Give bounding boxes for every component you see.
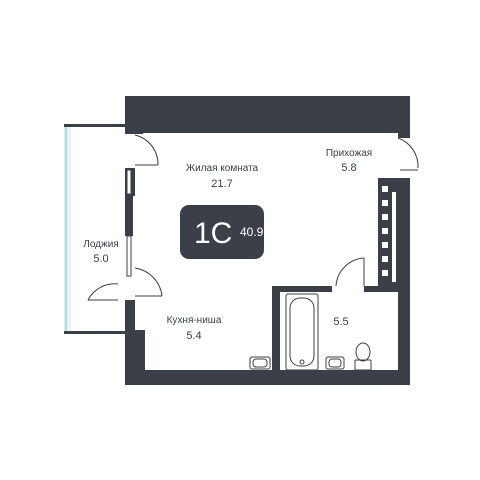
exterior-walls: [125, 96, 410, 385]
bathroom-area: 5.5: [333, 316, 348, 328]
living-room-area: 21.7: [211, 178, 232, 190]
door-swings: [87, 134, 419, 301]
loggia-walls: [64, 124, 126, 334]
kitchen-name: Кухня-ниша: [167, 315, 222, 326]
toilet-icon: [354, 342, 372, 371]
hallway-name: Прихожая: [326, 148, 372, 159]
sink-icon: [325, 356, 345, 370]
left-window-frames: [126, 169, 132, 277]
loggia-area: 5.0: [93, 253, 108, 265]
kitchen-area: 5.4: [186, 330, 201, 342]
apartment-type: 1С: [194, 217, 232, 250]
loggia-window: [64, 125, 71, 333]
hallway-area: 5.8: [341, 162, 356, 174]
wardrobe: [378, 178, 400, 288]
kitchen-sink-icon: [249, 356, 271, 370]
living-room-name: Жилая комната: [186, 163, 259, 174]
bathtub-icon: [285, 293, 319, 371]
apartment-badge: 1С 40.9: [180, 205, 264, 259]
loggia-name: Лоджия: [83, 239, 118, 250]
apartment-total-area: 40.9: [240, 225, 264, 239]
